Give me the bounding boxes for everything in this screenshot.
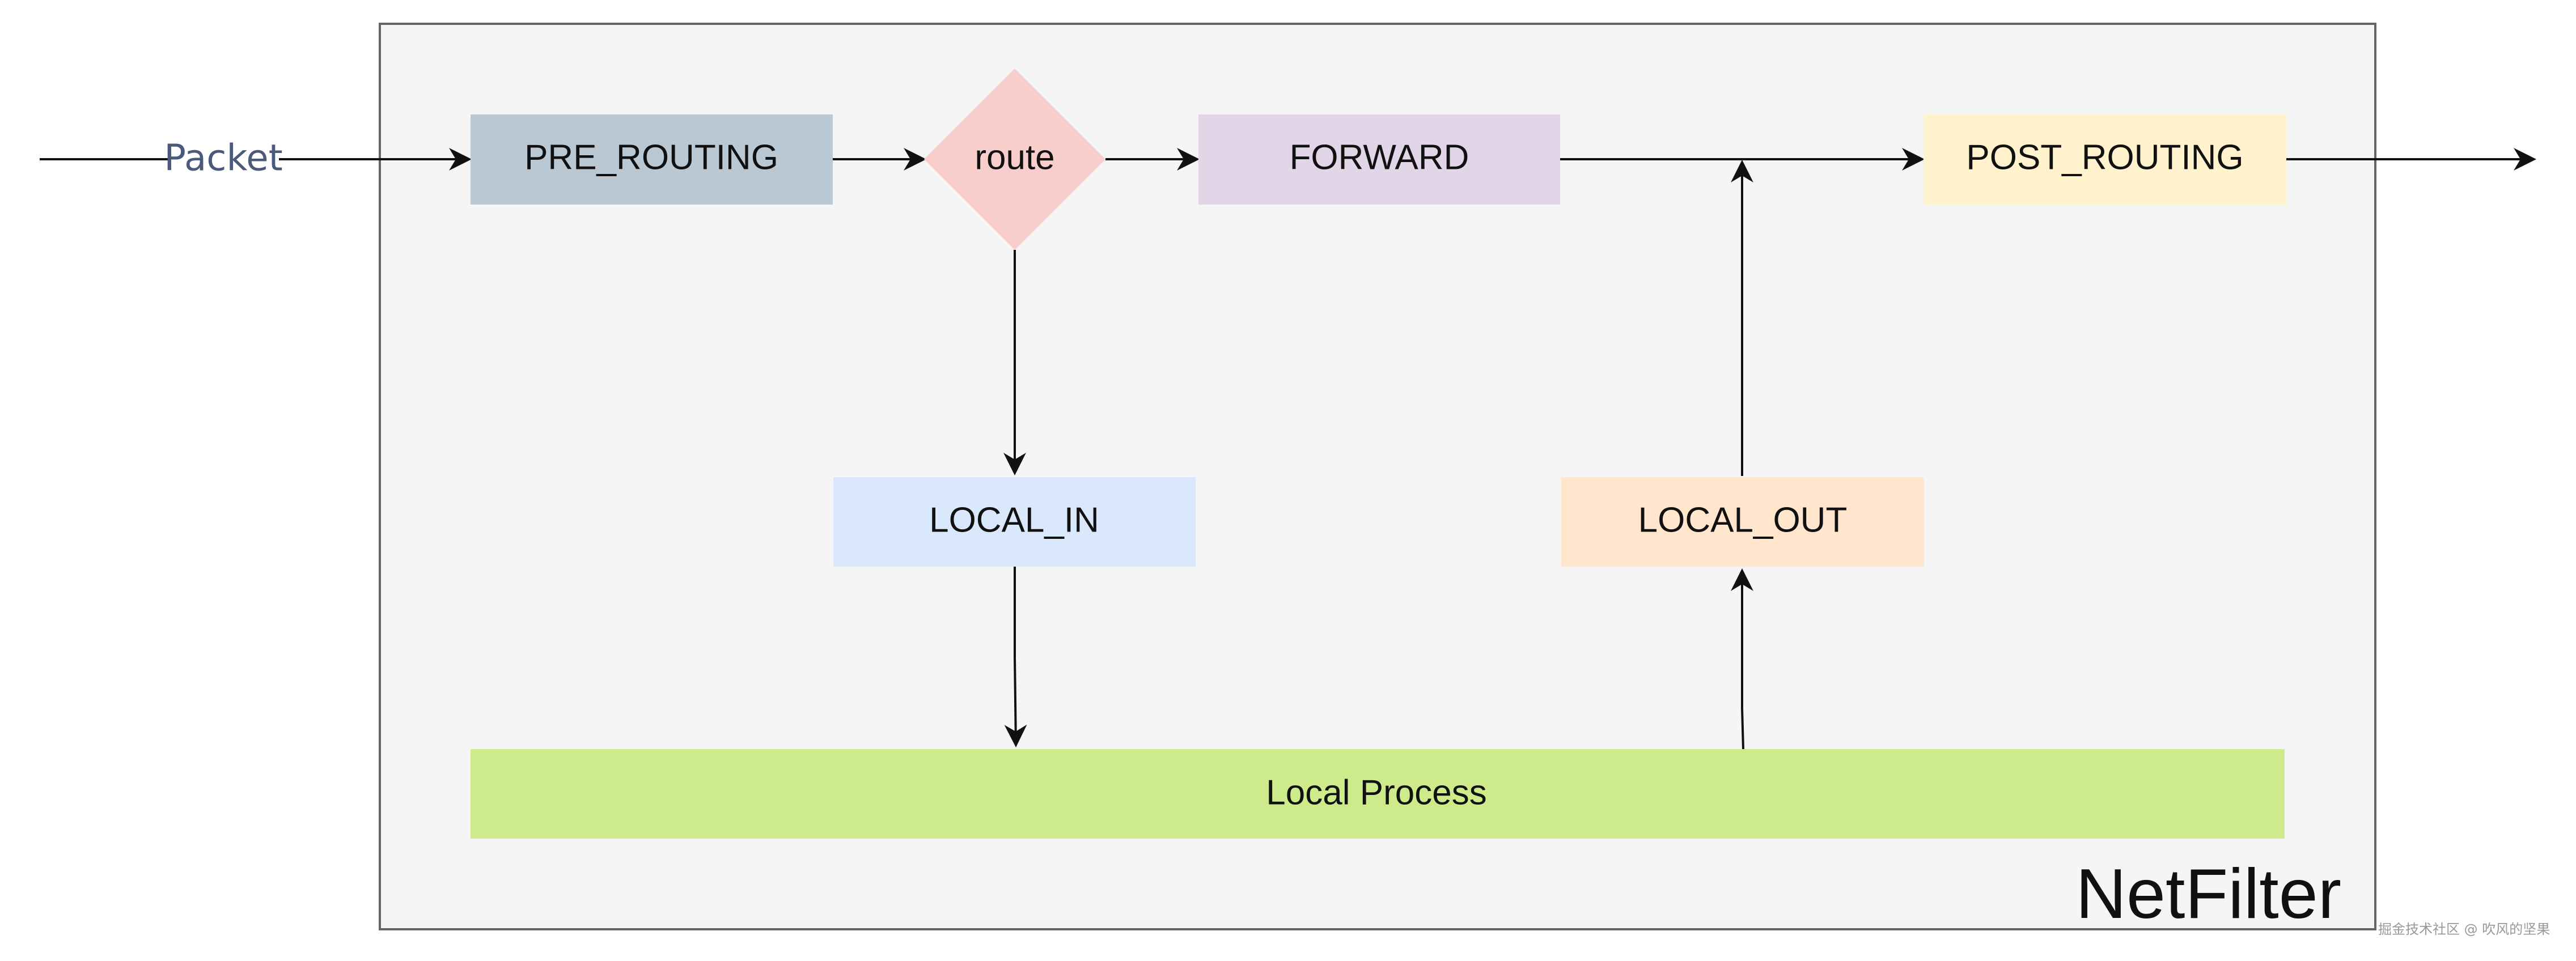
node-pre-routing-label: PRE_ROUTING (524, 138, 778, 177)
node-post-routing-label: POST_ROUTING (1966, 138, 2243, 177)
packet-label: Packet (164, 138, 282, 180)
node-local-in-label: LOCAL_IN (929, 500, 1099, 539)
watermark-label: 掘金技术社区 @ 吹风的坚果 (2378, 921, 2550, 937)
node-forward-label: FORWARD (1290, 138, 1469, 177)
node-forward: FORWARD (1198, 114, 1560, 205)
node-local-process-label: Local Process (1266, 773, 1486, 812)
node-local-out-label: LOCAL_OUT (1638, 500, 1848, 539)
node-local-in: LOCAL_IN (833, 477, 1196, 567)
edge-localin-localprocess (1004, 567, 1027, 747)
edge-localprocess-localout (1731, 568, 1753, 750)
node-pre-routing: PRE_ROUTING (471, 114, 833, 205)
node-local-process: Local Process (471, 749, 2285, 839)
edges (40, 148, 2536, 750)
node-route-label: route (975, 138, 1054, 177)
node-local-out: LOCAL_OUT (1561, 477, 1924, 567)
node-post-routing: POST_ROUTING (1923, 114, 2286, 205)
packet-label-bg (168, 139, 279, 179)
node-route: route (924, 69, 1105, 250)
netfilter-label: NetFilter (2075, 855, 2341, 933)
